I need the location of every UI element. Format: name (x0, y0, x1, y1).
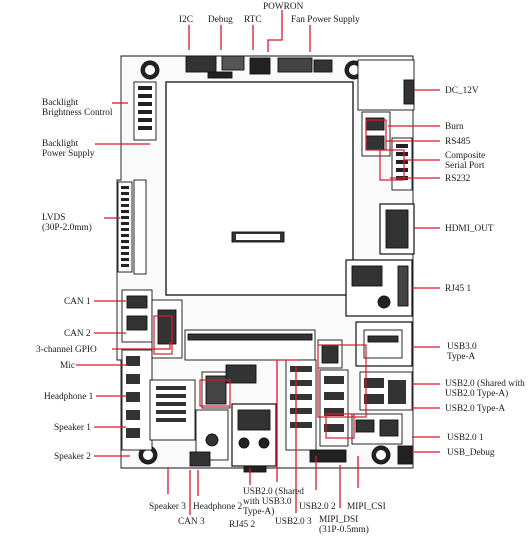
callout-lines (76, 10, 440, 515)
label-rtc: RTC (244, 15, 262, 25)
usb20-1-highlight (325, 413, 355, 439)
label-backlight-power: Backlight Power Supply (42, 139, 95, 159)
label-usb20-type-a: USB2.0 Type-A (445, 404, 506, 414)
label-rs232: RS232 (445, 174, 471, 184)
label-speaker1: Speaker 1 (54, 423, 91, 433)
label-mipi-dsi: MIPI_DSI (31P-0.5mm) (319, 515, 369, 535)
label-backlight-brightness: Backlight Brightness Control (42, 98, 113, 118)
core-module (165, 81, 354, 296)
label-usb-debug: USB_Debug (447, 448, 495, 458)
label-headphone2: Headphone 2 (193, 502, 243, 512)
circuit-board (116, 55, 415, 473)
label-can1: CAN 1 (64, 297, 91, 307)
highlight-boxes (153, 119, 405, 439)
gpio-highlight (153, 315, 173, 355)
label-rs485: RS485 (445, 137, 471, 147)
label-usb30: USB3.0 Type-A (447, 342, 477, 362)
label-lvds: LVDS (30P-2.0mm) (42, 213, 92, 233)
label-rj45-1: RJ45 1 (445, 284, 472, 294)
label-usb20-shared-bottom: USB2.0 (Shared with USB3.0 Type-A) (243, 487, 304, 517)
label-fan-power-supply: Fan Power Supply (291, 15, 360, 25)
label-usb20-shared-right: USB2.0 (Shared with USB2.0 Type-A) (445, 379, 525, 399)
rs485-highlight (365, 119, 387, 151)
rs232-highlight (379, 149, 405, 181)
label-can2: CAN 2 (64, 329, 91, 339)
headphone1-highlight (199, 379, 231, 407)
label-dc-12v: DC_12V (445, 86, 479, 96)
label-usb20-1: USB2.0 1 (447, 433, 484, 443)
label-burn: Burn (445, 122, 464, 132)
label-usb20-2: USB2.0 2 (299, 502, 336, 512)
label-mic: Mic (60, 361, 75, 371)
label-mipi-csi: MIPI_CSI (347, 502, 386, 512)
label-can3: CAN 3 (178, 517, 205, 527)
label-hdmi-out: HDMI_OUT (445, 224, 494, 234)
label-i2c: I2C (179, 15, 193, 25)
label-headphone1: Headphone 1 (44, 392, 94, 402)
label-rj45-2: RJ45 2 (229, 520, 256, 530)
label-powron: POWRON (263, 2, 304, 12)
label-speaker2: Speaker 2 (54, 452, 91, 462)
usb-cluster-highlight (317, 344, 367, 418)
label-usb20-3: USB2.0 3 (275, 517, 312, 527)
label-debug: Debug (208, 15, 233, 25)
label-speaker3: Speaker 3 (149, 502, 186, 512)
label-gpio: 3-channel GPIO (36, 345, 97, 355)
label-composite-serial: Composite Serial Port (445, 151, 486, 171)
